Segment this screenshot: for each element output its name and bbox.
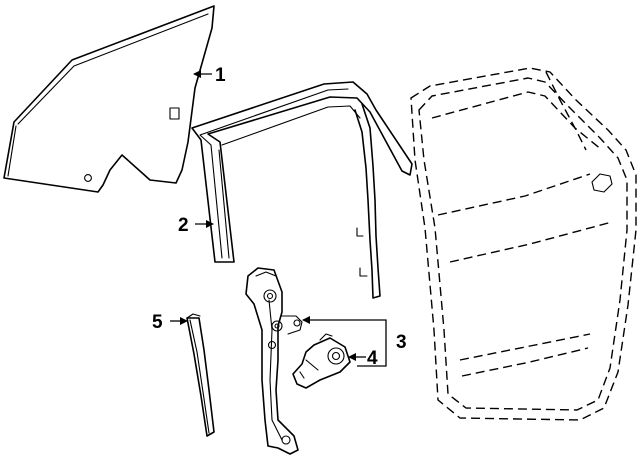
window-motor (292, 333, 351, 389)
callout-2: 2 (178, 215, 189, 236)
leader-5-arrow (180, 317, 188, 325)
door-glass (3, 5, 215, 193)
callout-1: 1 (215, 65, 226, 86)
leader-3-arrow (302, 316, 310, 324)
callout-3: 3 (396, 332, 407, 353)
callout-4: 4 (367, 348, 378, 369)
callout-5: 5 (152, 312, 163, 333)
leader-4-arrow (348, 353, 356, 361)
leader-1-arrow (193, 70, 201, 78)
window-regulator (245, 267, 303, 455)
rear-door-shell (410, 67, 637, 421)
window-frame-channel (191, 81, 413, 299)
run-channel (186, 313, 215, 437)
leader-3 (303, 319, 387, 367)
callout-leaders (170, 70, 387, 367)
leader-2-arrow (206, 220, 214, 228)
